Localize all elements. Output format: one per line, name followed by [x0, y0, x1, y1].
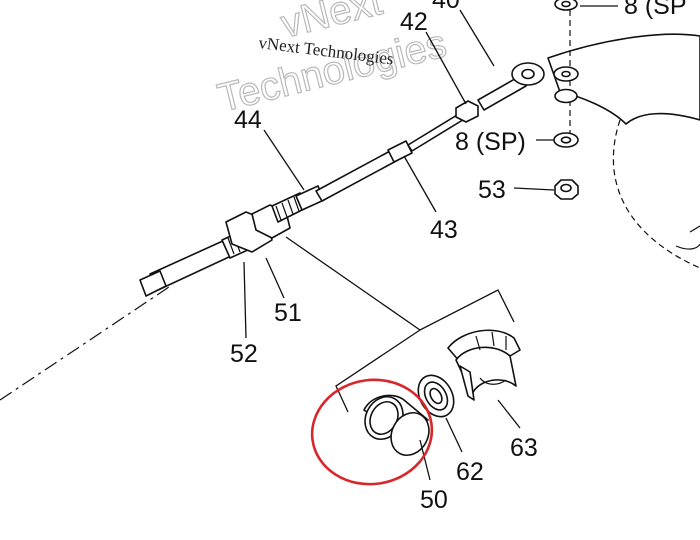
callout-42: 42: [400, 8, 428, 36]
callout-62: 62: [456, 458, 484, 486]
part-62-ring: [417, 374, 455, 418]
shaft-end: [139, 270, 167, 297]
callout-8-top: 8 (SP: [624, 0, 687, 20]
rod-end-stem: [477, 75, 527, 111]
callout-44: 44: [234, 106, 262, 134]
bracket-arm: [547, 33, 700, 125]
callouts: 40 42 8 (SP 8 (SP) 53 44 43 51 52 50 62 …: [230, 0, 687, 514]
part-50-sleeve: [363, 394, 430, 456]
cable-assembly: [139, 62, 545, 297]
highlight-circle: [310, 378, 434, 486]
callout-leaders: [243, 5, 618, 481]
callout-52: 52: [230, 340, 258, 368]
callout-8-mid: 8 (SP): [455, 128, 526, 156]
callout-50: 50: [420, 486, 448, 514]
callout-40: 40: [432, 0, 460, 14]
centerline: [0, 284, 173, 401]
callout-43: 43: [430, 216, 458, 244]
callout-63: 63: [510, 434, 538, 462]
locknut-42: [455, 100, 479, 123]
callout-53: 53: [478, 176, 506, 204]
cable-44: [315, 149, 399, 202]
collar: [387, 140, 413, 163]
callout-51: 51: [274, 299, 302, 327]
bracket-assembly: [547, 0, 700, 269]
part-63-clip: [447, 329, 521, 401]
explode-leaders: [285, 236, 515, 413]
